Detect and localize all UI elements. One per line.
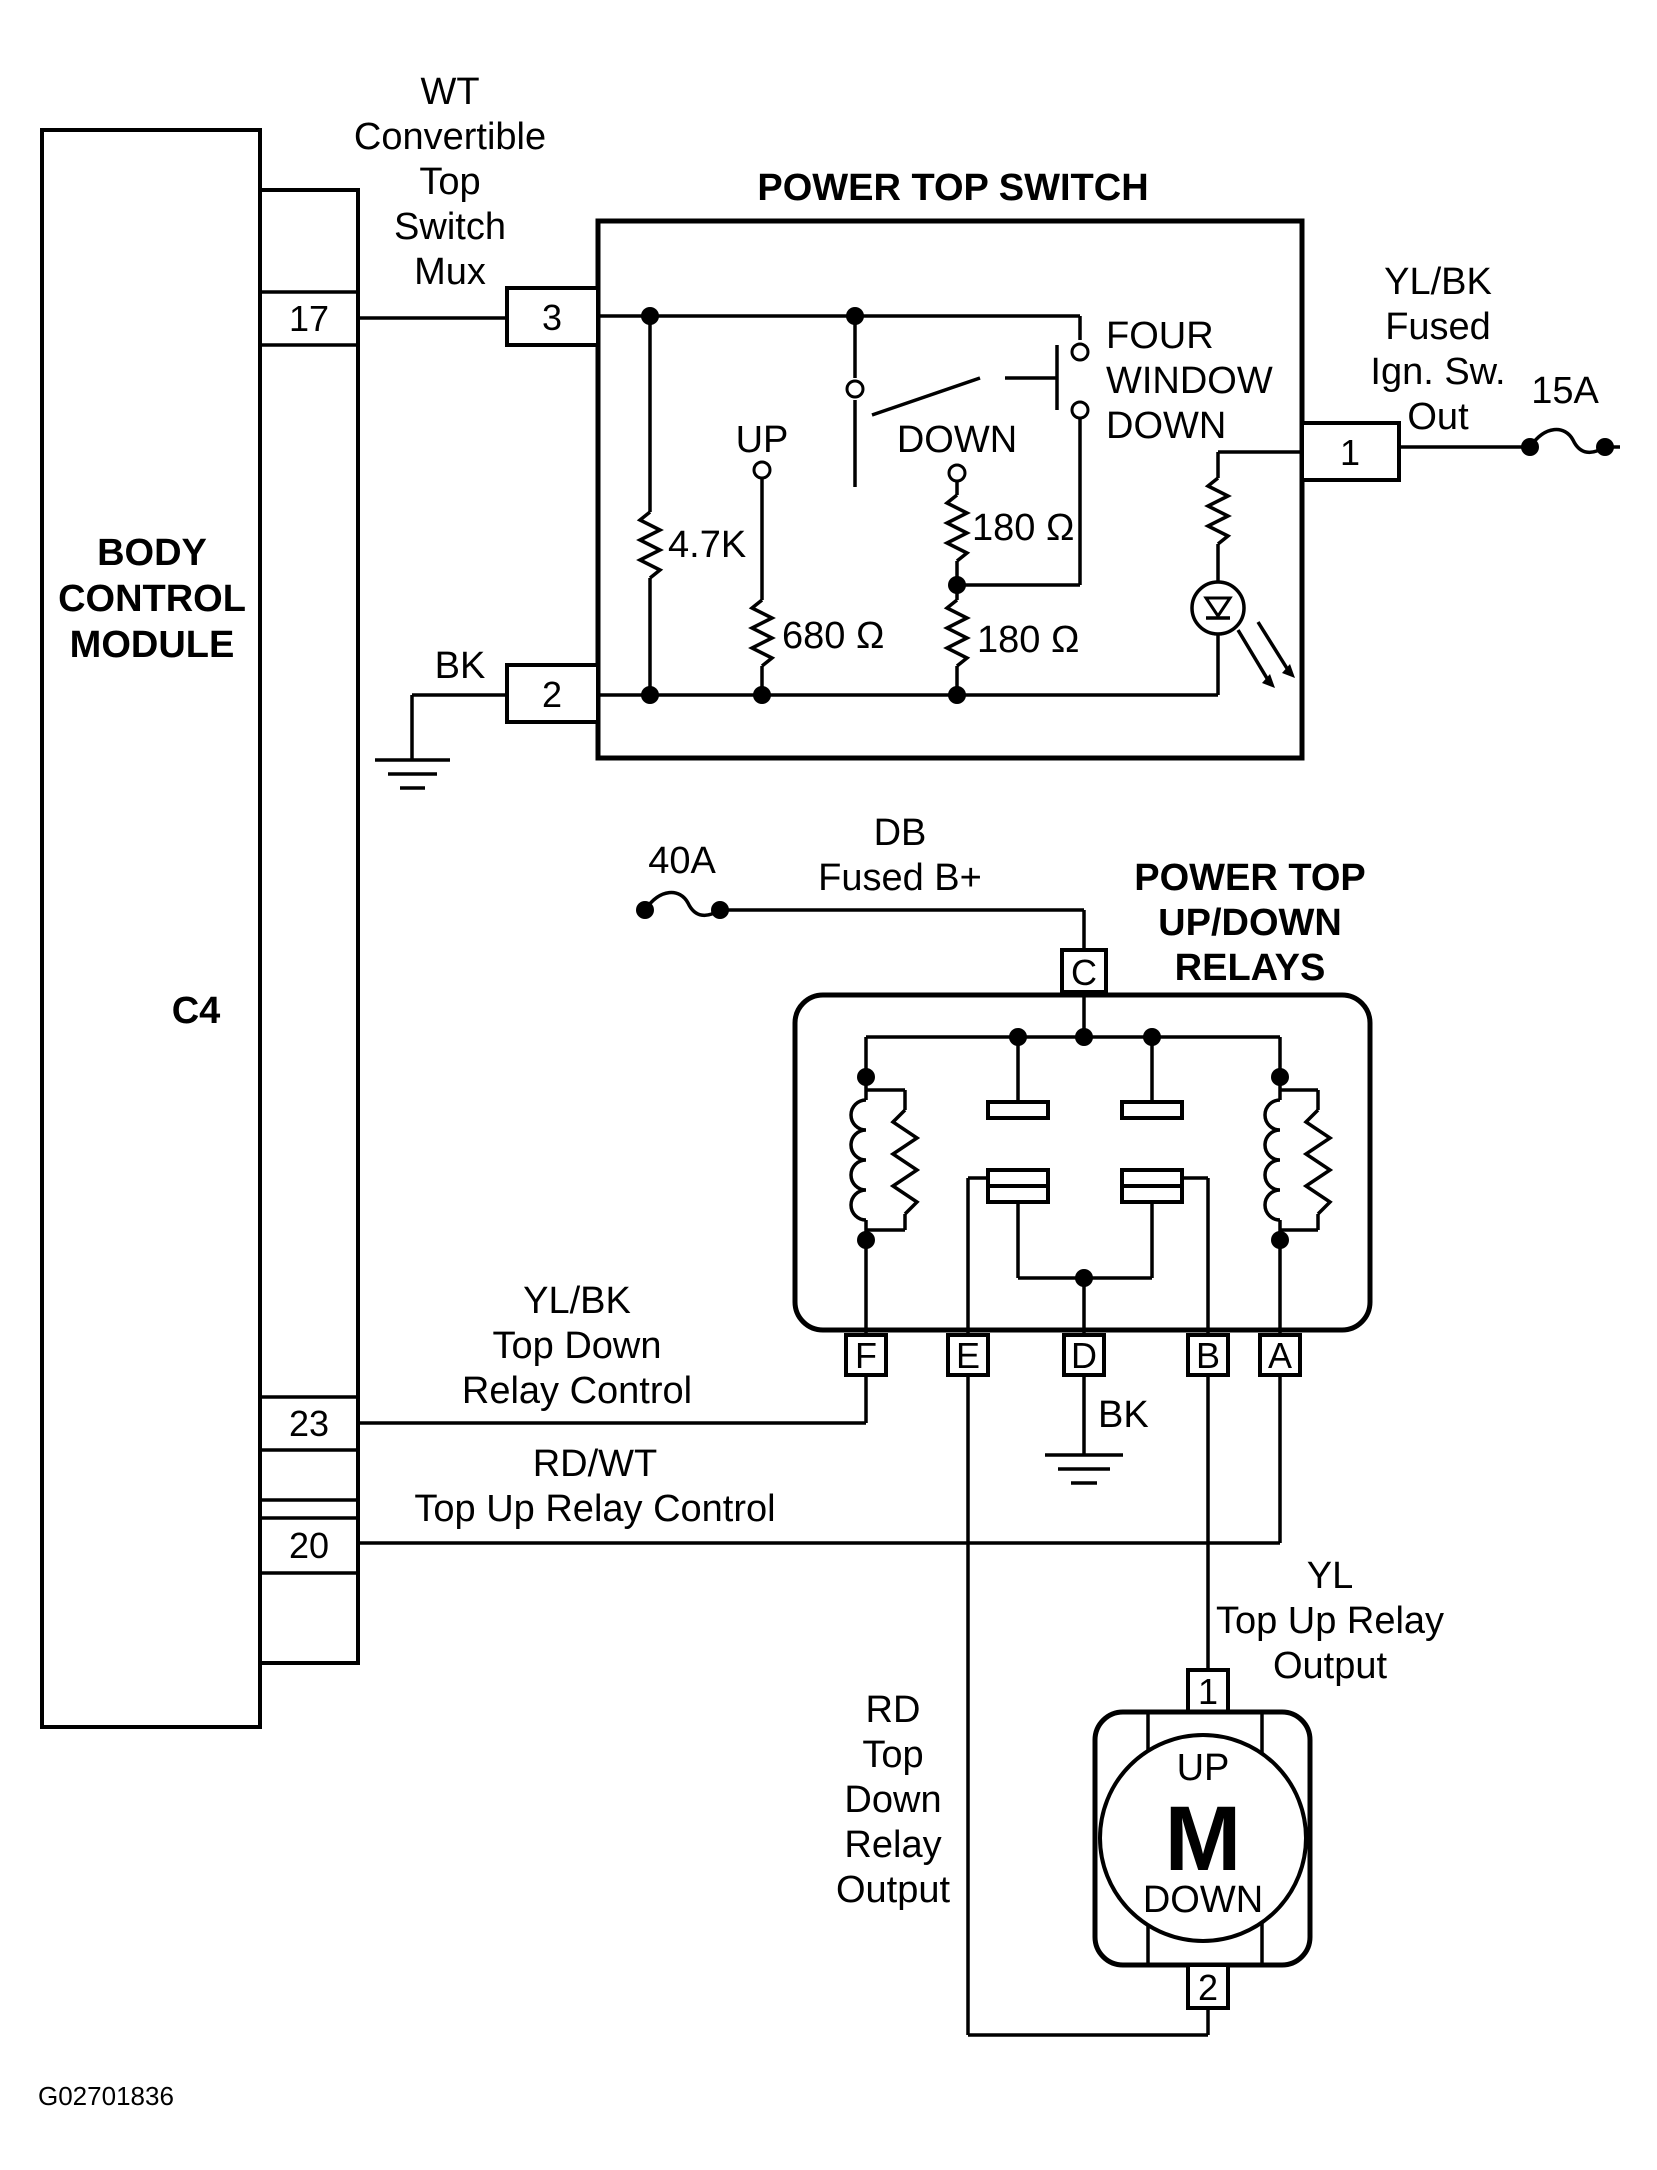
switch-ground: BK xyxy=(375,645,507,790)
switch-up-label: UP xyxy=(736,419,789,461)
down-ctrl-label-2: Top Down xyxy=(493,1325,662,1367)
resistor-4k7-label: 4.7K xyxy=(668,524,746,566)
relays-title-2: UP/DOWN xyxy=(1158,902,1342,944)
relay-pin-b-box xyxy=(1186,1333,1230,1377)
power-top-relays: POWER TOP UP/DOWN RELAYS C xyxy=(792,857,1373,1377)
mux-wire-label-4: Switch xyxy=(394,206,506,248)
fused-ign-label-2: Fused xyxy=(1385,306,1491,348)
mux-wire-label-1: WT xyxy=(420,71,479,113)
fused-ign-label-1: YL/BK xyxy=(1384,261,1492,303)
up-output-label-1: YL xyxy=(1307,1555,1353,1597)
relay-ground-label: BK xyxy=(1098,1394,1149,1436)
mux-wire: WT Convertible Top Switch Mux xyxy=(354,71,546,320)
fused-ign-label-3: Ign. Sw. xyxy=(1370,351,1505,393)
mux-wire-label-2: Convertible xyxy=(354,116,546,158)
up-output-label-2: Top Up Relay xyxy=(1216,1600,1444,1642)
mux-wire-label-5: Mux xyxy=(414,251,486,293)
switch-pin-1: 1 xyxy=(1340,432,1360,473)
motor-pin-2-box xyxy=(1186,1963,1230,2010)
fuse-15a-label: 15A xyxy=(1531,370,1599,412)
top-up-control-wire: RD/WT Top Up Relay Control xyxy=(358,1375,1282,1545)
switch-down-label: DOWN xyxy=(897,419,1017,461)
switch-pin-1-box xyxy=(1300,421,1401,482)
switch-title: POWER TOP SWITCH xyxy=(757,167,1148,209)
relays-title-1: POWER TOP xyxy=(1134,857,1366,899)
relay-pin-f-box xyxy=(844,1333,888,1377)
top-up-output-wire: YL Top Up Relay Output xyxy=(1206,1375,1444,1687)
bcm-connector-c4 xyxy=(258,188,360,1665)
fused-battery-wire: 40A DB Fused B+ xyxy=(636,812,1086,950)
down-ctrl-label-1: YL/BK xyxy=(523,1280,631,1322)
mux-wire-label-3: Top xyxy=(419,161,480,203)
bcm-name-line2: CONTROL xyxy=(58,578,246,620)
relay-pin-d: D xyxy=(1071,1335,1097,1376)
fuse-40a-label: 40A xyxy=(648,840,716,882)
body-control-module: BODY CONTROL MODULE C4 17 23 20 xyxy=(40,128,360,1729)
motor-letter: M xyxy=(1165,1788,1242,1890)
down-output-label-2: Top xyxy=(862,1734,923,1776)
top-down-output-wire: RD Top Down Relay Output xyxy=(836,1375,1210,2037)
down-output-label-1: RD xyxy=(866,1689,921,1731)
resistor-180b-label: 180 Ω xyxy=(977,619,1079,661)
relay-pin-e: E xyxy=(956,1335,980,1376)
down-ctrl-label-3: Relay Control xyxy=(462,1370,692,1412)
connector-label-c4: C4 xyxy=(172,990,221,1032)
indicator-led-icon xyxy=(1190,580,1246,636)
relay-pin-e-box xyxy=(946,1333,990,1377)
motor-pin-1: 1 xyxy=(1198,1671,1218,1712)
motor-up-label: UP xyxy=(1177,1747,1230,1789)
relay-pin-b: B xyxy=(1196,1335,1220,1376)
switch-pin-3: 3 xyxy=(542,297,562,338)
bcm-name-line1: BODY xyxy=(97,532,207,574)
bcm-pin-23: 23 xyxy=(289,1403,329,1444)
down-output-label-3: Down xyxy=(844,1779,941,1821)
relay-pin-c: C xyxy=(1071,952,1097,993)
power-top-motor: 1 M UP DOWN 2 xyxy=(1092,1668,1313,2010)
switch-ground-label: BK xyxy=(435,645,486,687)
fused-b-label-2: Fused B+ xyxy=(818,857,982,899)
bcm-body xyxy=(40,128,262,1729)
switch-pin-3-box xyxy=(505,286,600,347)
bcm-pin-20: 20 xyxy=(289,1525,329,1566)
four-window-label-1: FOUR xyxy=(1106,315,1214,357)
figure-id: G02701836 xyxy=(38,2081,174,2111)
fused-ignition-wire: YL/BK Fused Ign. Sw. Out 15A xyxy=(1370,261,1620,456)
fused-ign-label-4: Out xyxy=(1407,396,1469,438)
four-window-label-3: DOWN xyxy=(1106,405,1226,447)
motor-down-label: DOWN xyxy=(1143,1879,1263,1921)
motor-pin-2: 2 xyxy=(1198,1967,1218,2008)
bcm-name-line3: MODULE xyxy=(70,624,235,666)
resistor-680-label: 680 Ω xyxy=(782,615,884,657)
power-top-switch: POWER TOP SWITCH 3 2 1 FOUR WINDOW DOWN xyxy=(505,167,1401,761)
four-window-label-2: WINDOW xyxy=(1106,360,1273,402)
top-down-control-wire: YL/BK Top Down Relay Control xyxy=(358,1280,868,1425)
down-output-label-5: Output xyxy=(836,1869,951,1911)
fused-b-label-1: DB xyxy=(874,812,927,854)
relay-pin-f: F xyxy=(855,1335,877,1376)
up-ctrl-label-2: Top Up Relay Control xyxy=(414,1488,775,1530)
up-output-label-3: Output xyxy=(1273,1645,1388,1687)
switch-housing xyxy=(595,218,1305,761)
bcm-pin-17: 17 xyxy=(289,298,329,339)
resistor-180a-label: 180 Ω xyxy=(972,507,1074,549)
down-output-label-4: Relay xyxy=(844,1824,941,1866)
relay-pin-a: A xyxy=(1268,1335,1292,1376)
switch-pin-2: 2 xyxy=(542,674,562,715)
relay-ground: BK xyxy=(1045,1375,1149,1485)
motor-icon xyxy=(1098,1733,1308,1943)
up-ctrl-label-1: RD/WT xyxy=(533,1443,658,1485)
relays-title-3: RELAYS xyxy=(1175,947,1326,989)
